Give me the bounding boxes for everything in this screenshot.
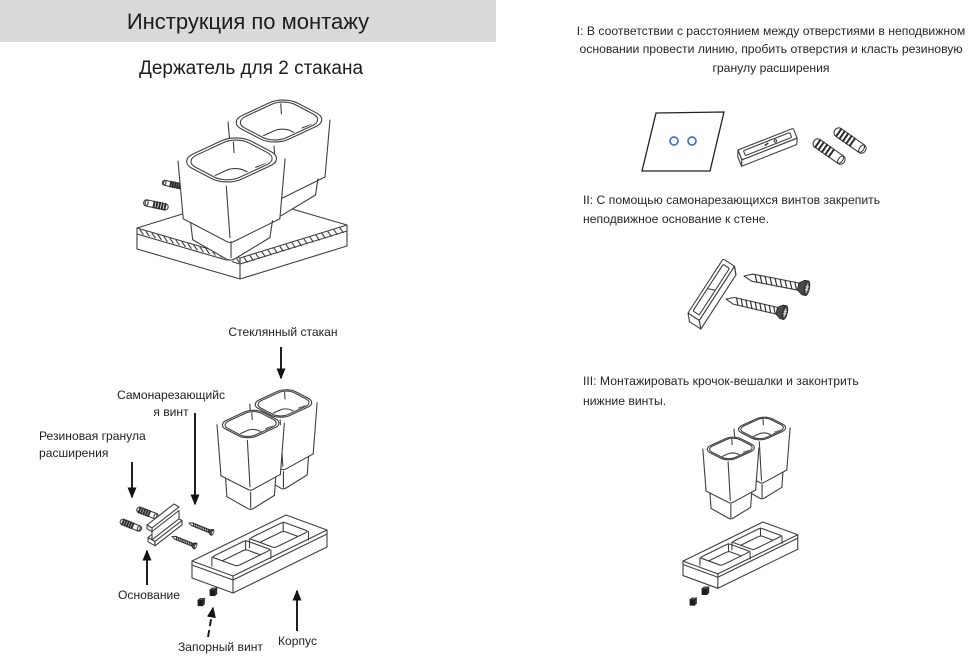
step-2-instruction: II: С помощью самонарезающихся винтов за… [583,192,881,227]
screw-icon [723,291,790,321]
page-title: Инструкция по монтажу [126,9,370,34]
label-self-tapping-screw: Самонарезающийс я винт [116,387,226,419]
step-1-illustration [641,111,869,172]
step-3-instruction: III: Монтажировать крочок-вешалки и зако… [583,374,859,408]
arrow-locking-screw [206,606,216,638]
label-locking-screw: Запорный винт [178,639,263,654]
anchor-pin-icon [142,198,170,212]
holder-body-tray [192,515,327,593]
product-subtitle: Держатель для 2 стакана [138,58,364,79]
glass-cup-front [703,435,759,520]
rubber-anchor-icon [135,505,160,521]
step-3-illustration [683,415,798,606]
drill-hole-icon [669,136,679,146]
label-rubber-granule: Резиновая гранула расширения [39,429,146,460]
rubber-anchor-icon [810,136,848,167]
set-screw-icon [209,587,218,596]
wall-plate [641,111,725,172]
label-base: Основание [118,587,181,602]
callout-arrows [127,347,302,638]
step-2-illustration [683,258,812,330]
label-glass-cup: Стеклянный стакан [228,324,338,339]
holder-body-tray [683,522,798,588]
screw-icon [170,533,198,550]
wall-bar-icon [734,127,800,167]
drill-hole-icon [687,136,697,146]
title-bar [0,0,496,42]
rubber-anchor-icon [831,125,869,156]
screw-icon [187,520,215,536]
rubber-anchor-icon [118,517,143,533]
exploded-view-drawing [118,387,327,607]
screw-icon [741,268,812,297]
label-body: Корпус [278,633,318,648]
set-screw-icon [197,598,205,607]
step-1-instruction: I: В соответствии с расстоянием между от… [576,24,966,75]
glass-cup-front [217,408,284,511]
set-screw-icon [701,586,710,595]
fixed-base-frame-icon [683,258,741,330]
assembled-holder-drawing [136,96,348,280]
set-screw-icon [689,597,697,606]
